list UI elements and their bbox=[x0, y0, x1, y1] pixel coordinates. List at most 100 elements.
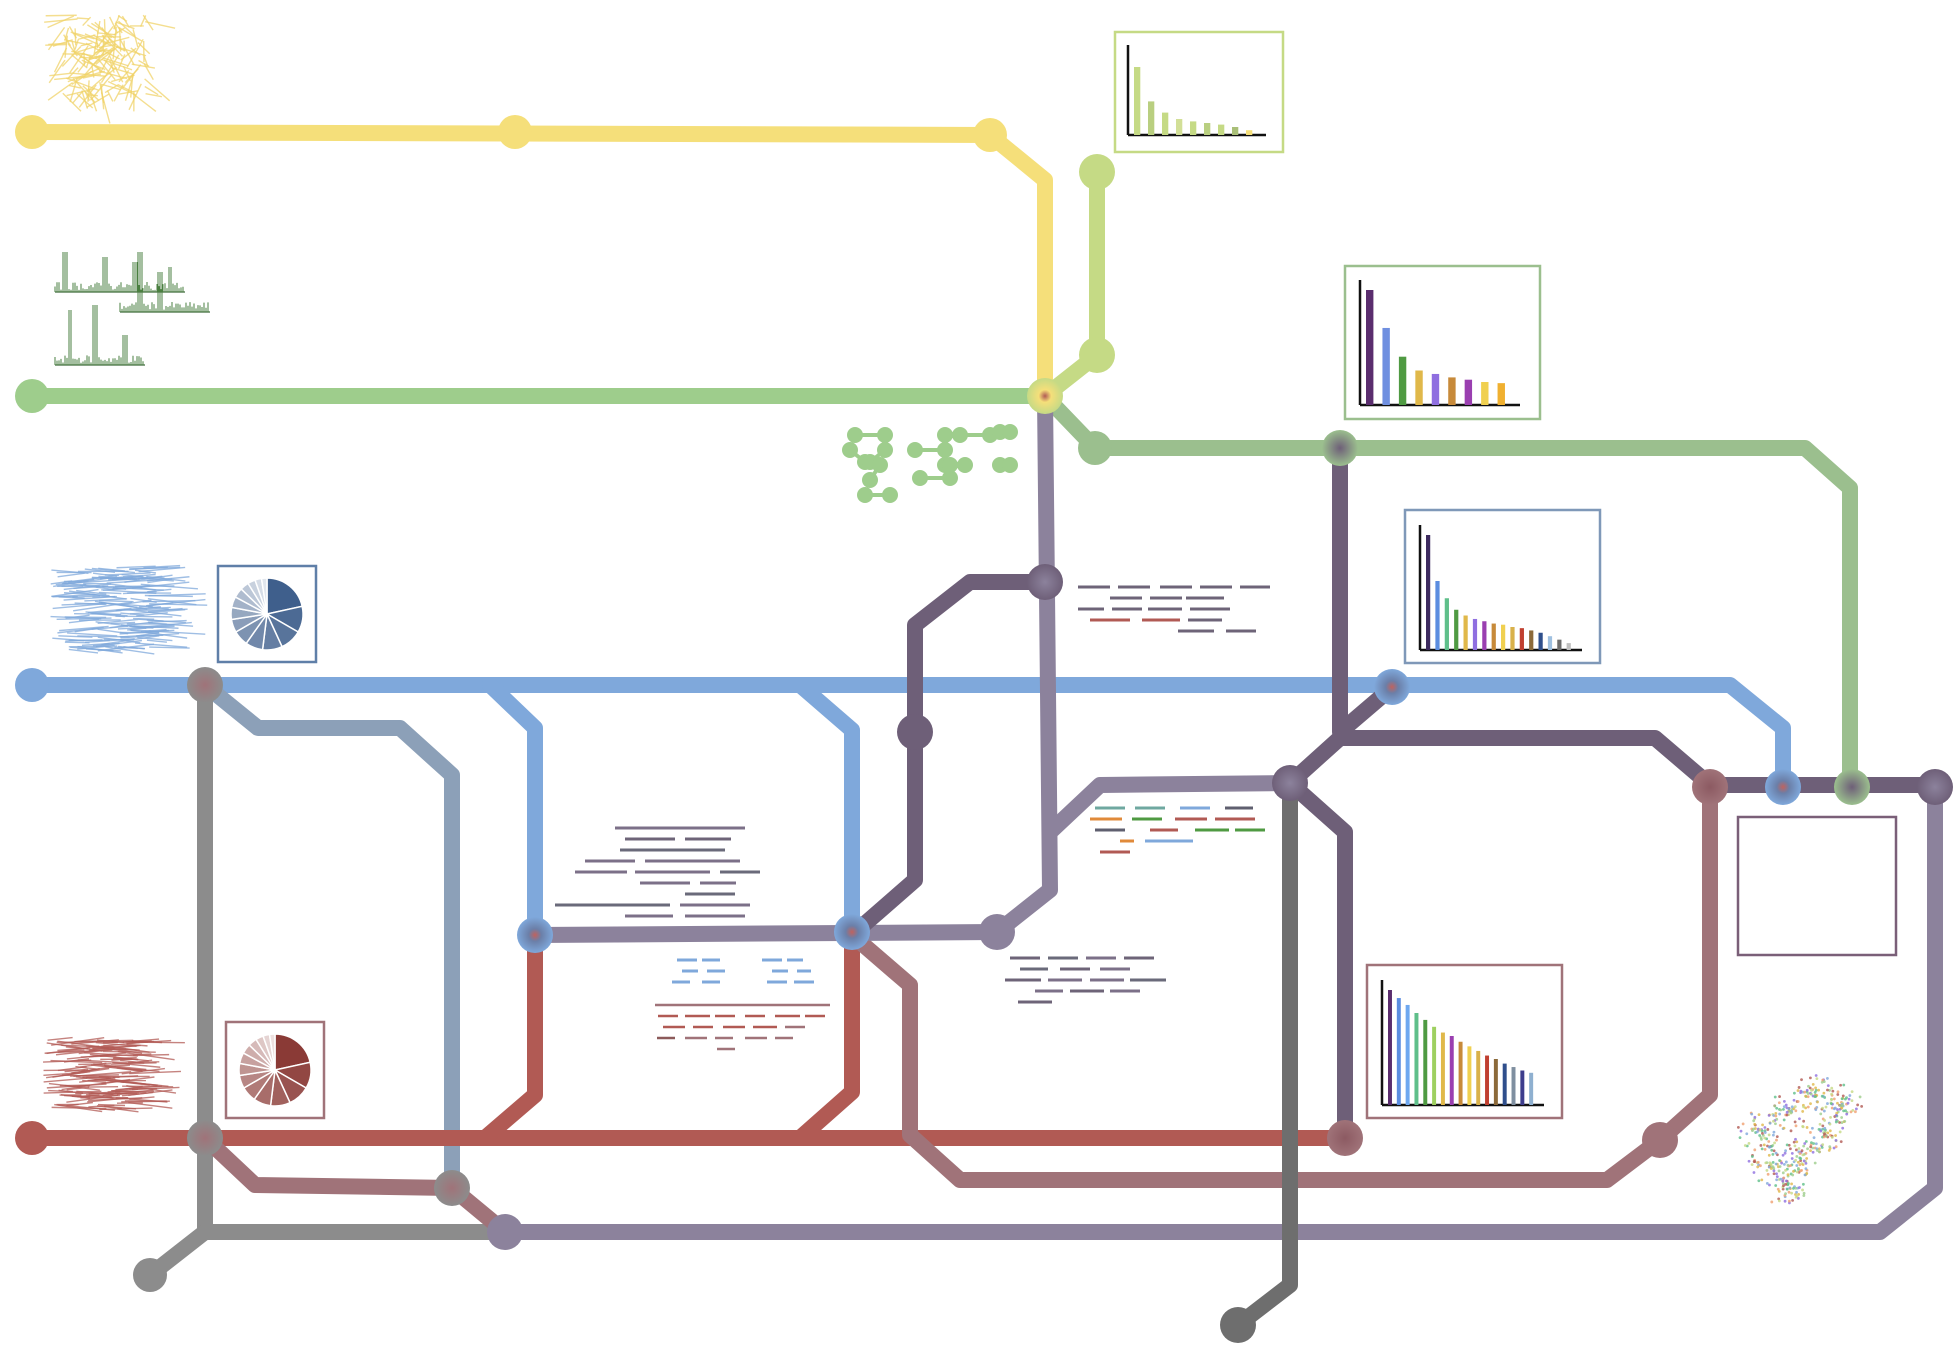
tsne-point bbox=[1796, 1196, 1800, 1200]
tsne-point bbox=[1772, 1169, 1776, 1173]
metro-line-rose-long bbox=[844, 777, 1718, 1188]
tsne-point bbox=[1774, 1184, 1778, 1187]
tsne-point bbox=[1771, 1160, 1775, 1164]
scribble-stroke bbox=[99, 599, 134, 603]
station-purple-top[interactable] bbox=[1027, 564, 1063, 600]
bar-chart-panel-rose bbox=[1365, 963, 1564, 1120]
scribble-stroke bbox=[61, 602, 103, 606]
tsne-point bbox=[1814, 1088, 1818, 1092]
tsne-point bbox=[1747, 1141, 1751, 1145]
scribble-stroke bbox=[49, 72, 74, 77]
bar bbox=[1547, 636, 1553, 650]
bar bbox=[1449, 1036, 1454, 1105]
station-dark-purple-mid[interactable] bbox=[897, 714, 933, 750]
scribble-stroke bbox=[133, 625, 179, 629]
station-rose-right[interactable] bbox=[1642, 1122, 1678, 1158]
tsne-point bbox=[1830, 1106, 1834, 1110]
tsne-point bbox=[1846, 1101, 1850, 1105]
tsne-point bbox=[1794, 1124, 1798, 1128]
station-dark-grey-end[interactable] bbox=[1220, 1307, 1256, 1343]
tsne-point bbox=[1783, 1151, 1787, 1155]
bar bbox=[1467, 1046, 1472, 1105]
station-light-green-mid[interactable] bbox=[1079, 337, 1115, 373]
station-grey-end[interactable] bbox=[133, 1258, 167, 1292]
scribble-stroke bbox=[75, 1065, 98, 1070]
station-blue-start[interactable] bbox=[15, 668, 49, 702]
tsne-point bbox=[1782, 1162, 1786, 1166]
station-blue-red-a[interactable] bbox=[517, 917, 553, 953]
bar bbox=[1472, 618, 1478, 650]
tsne-point bbox=[1782, 1126, 1786, 1130]
tsne-point bbox=[1795, 1170, 1799, 1174]
station-right-a[interactable] bbox=[1692, 769, 1728, 805]
metro-line-steel bbox=[197, 677, 460, 1196]
scribble-stroke bbox=[85, 648, 121, 652]
scribble-stroke bbox=[146, 598, 206, 607]
station-hub[interactable] bbox=[1027, 378, 1063, 414]
tsne-point bbox=[1751, 1129, 1754, 1133]
scribble-stroke bbox=[87, 24, 99, 33]
station-green-start[interactable] bbox=[15, 379, 49, 413]
scribble-stroke bbox=[79, 56, 98, 60]
scribble-stroke bbox=[71, 41, 77, 54]
bar-chart-yellow-green bbox=[1126, 45, 1266, 137]
station-sage-a[interactable] bbox=[1078, 431, 1112, 465]
station-purple-bottom[interactable] bbox=[487, 1214, 523, 1250]
tsne-point bbox=[1775, 1172, 1778, 1176]
network-node bbox=[842, 442, 858, 458]
tsne-point bbox=[1847, 1097, 1851, 1101]
station-right-d[interactable] bbox=[1917, 769, 1953, 805]
tsne-point bbox=[1809, 1102, 1812, 1106]
station-blue-grey[interactable] bbox=[187, 667, 223, 703]
tsne-point bbox=[1805, 1157, 1809, 1160]
bar bbox=[1432, 1026, 1437, 1105]
station-light-green-top[interactable] bbox=[1079, 154, 1115, 190]
station-purple-mid[interactable] bbox=[979, 914, 1015, 950]
scribble-stroke bbox=[107, 575, 144, 580]
tsne-point bbox=[1771, 1133, 1775, 1137]
tsne-point bbox=[1801, 1188, 1804, 1192]
bar bbox=[1405, 1004, 1410, 1105]
scribble-stroke bbox=[126, 38, 144, 68]
tsne-point bbox=[1795, 1190, 1798, 1194]
tsne-point bbox=[1786, 1163, 1790, 1167]
station-right-b[interactable] bbox=[1765, 769, 1801, 805]
station-sage-b[interactable] bbox=[1322, 430, 1358, 466]
bar bbox=[1232, 127, 1239, 135]
metro-line-blue-branch-b bbox=[792, 677, 860, 943]
station-right-c[interactable] bbox=[1834, 769, 1870, 805]
tsne-point bbox=[1792, 1098, 1796, 1102]
tsne-point bbox=[1836, 1108, 1839, 1111]
bar bbox=[1388, 990, 1392, 1105]
scribble-stroke bbox=[72, 1068, 98, 1074]
tsne-point bbox=[1801, 1182, 1805, 1186]
station-red-end[interactable] bbox=[1327, 1120, 1363, 1156]
station-yellow-start[interactable] bbox=[15, 115, 49, 149]
station-yellow-end[interactable] bbox=[973, 118, 1007, 152]
scribble-stroke bbox=[82, 16, 92, 27]
station-yellow-mid[interactable] bbox=[498, 115, 532, 149]
tsne-point bbox=[1814, 1108, 1818, 1112]
scribble-stroke bbox=[149, 646, 190, 649]
network-node bbox=[882, 487, 898, 503]
tsne-point bbox=[1790, 1152, 1794, 1155]
bar-chart-panel-sage bbox=[1343, 264, 1542, 421]
station-blue-red-b[interactable] bbox=[834, 914, 870, 950]
station-steel-bottom[interactable] bbox=[434, 1170, 470, 1206]
tsne-point bbox=[1828, 1145, 1832, 1149]
scribble-stroke bbox=[89, 74, 112, 101]
tsne-point bbox=[1784, 1179, 1788, 1183]
tsne-point bbox=[1836, 1093, 1840, 1096]
station-junction-center[interactable] bbox=[1272, 765, 1308, 801]
station-red-grey[interactable] bbox=[187, 1120, 223, 1156]
tsne-point bbox=[1815, 1077, 1819, 1081]
tsne-point bbox=[1818, 1150, 1821, 1154]
station-red-start[interactable] bbox=[15, 1121, 49, 1155]
tsne-point bbox=[1775, 1106, 1779, 1110]
tsne-point bbox=[1821, 1143, 1825, 1147]
scribble-stroke bbox=[146, 576, 190, 582]
station-blue-right[interactable] bbox=[1374, 669, 1410, 705]
scribble-stroke bbox=[87, 87, 98, 112]
tsne-point bbox=[1782, 1105, 1786, 1109]
scribble-stroke bbox=[128, 1101, 173, 1109]
